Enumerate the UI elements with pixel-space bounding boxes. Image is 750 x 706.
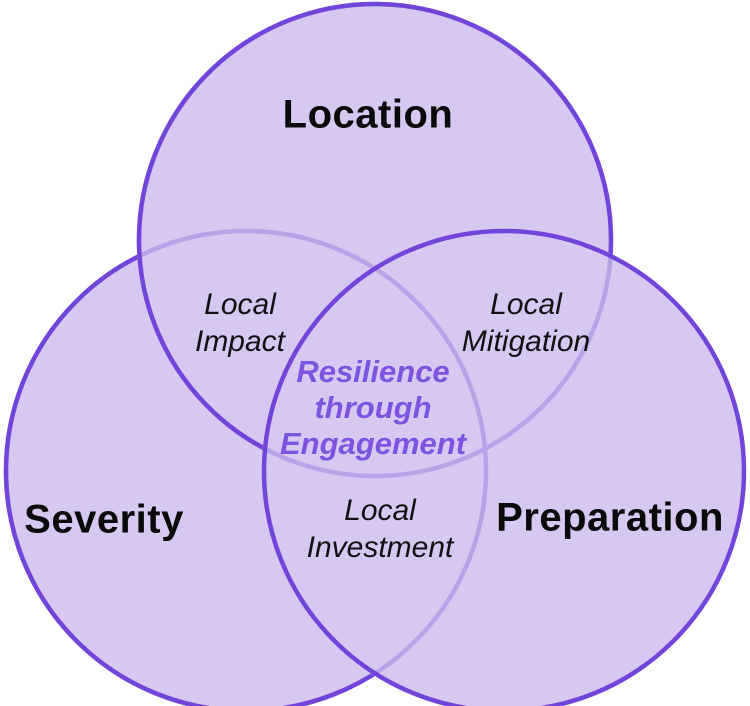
overlap-label-line: Local: [344, 494, 416, 527]
preparation-circle-outline: [261, 228, 747, 706]
set-label-severity: Severity: [24, 497, 184, 542]
set-label-location: Location: [282, 92, 454, 137]
severity-circle-outline: [3, 228, 489, 706]
center-label-line: Resilience: [296, 354, 450, 389]
overlap-label-line: Investment: [306, 531, 454, 564]
overlap-label-line: Impact: [194, 325, 286, 358]
location-circle-outline: [136, 1, 614, 479]
overlap-label-line: Mitigation: [461, 325, 591, 358]
overlap-label-line: Local: [204, 288, 276, 321]
overlap-label-local-investment: Local Investment: [307, 492, 454, 566]
overlap-label-local-impact: Local Impact: [195, 286, 285, 360]
center-label-resilience-through-engagement: Resilience through Engagement: [280, 354, 466, 462]
center-label-line: through: [314, 390, 432, 425]
center-label-line: Engagement: [279, 426, 467, 461]
preparation-circle: [264, 231, 744, 706]
set-label-preparation: Preparation: [496, 495, 724, 540]
overlap-label-local-mitigation: Local Mitigation: [462, 286, 590, 360]
overlap-label-line: Local: [490, 288, 562, 321]
